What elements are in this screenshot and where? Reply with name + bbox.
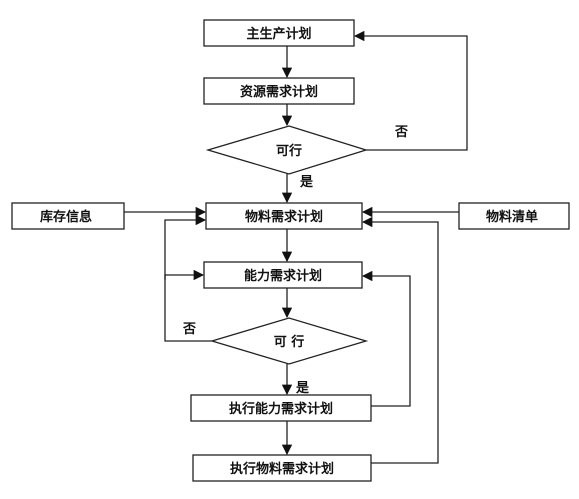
arrow-exec-material-to-material xyxy=(361,216,439,464)
material-plan-node: 物料需求计划 xyxy=(205,202,363,230)
resource-plan-node: 资源需求计划 xyxy=(203,77,355,105)
exec-material-label: 执行物料需求计划 xyxy=(230,461,334,477)
branch-no-1: 否 xyxy=(394,125,408,140)
branch-no-2: 否 xyxy=(182,322,196,337)
capacity-plan-node: 能力需求计划 xyxy=(203,261,363,289)
bom-label: 物料清单 xyxy=(486,209,538,225)
exec-material-node: 执行物料需求计划 xyxy=(192,454,372,482)
master-schedule-node: 主生产计划 xyxy=(203,19,355,47)
exec-capacity-label: 执行能力需求计划 xyxy=(229,401,333,417)
branch-yes-2: 是 xyxy=(295,381,310,396)
resource-plan-label: 资源需求计划 xyxy=(240,84,318,100)
capacity-plan-label: 能力需求计划 xyxy=(244,268,322,284)
inventory-label: 库存信息 xyxy=(40,209,92,225)
feasible-1-label: 可行 xyxy=(276,143,302,159)
arrow-feasible-2-no-loop xyxy=(164,269,212,342)
inventory-node: 库存信息 xyxy=(11,202,125,230)
bom-node: 物料清单 xyxy=(458,202,570,230)
arrow-feasible-1-no-loop xyxy=(353,30,468,151)
branch-yes-1: 是 xyxy=(299,175,314,190)
feasible-decision-2: 可 行 xyxy=(209,317,369,365)
material-plan-label: 物料需求计划 xyxy=(245,209,323,225)
arrow-exec-capacity-to-capacity xyxy=(361,270,411,407)
arrow-left-rail-to-material xyxy=(164,214,207,280)
master-schedule-label: 主生产计划 xyxy=(246,26,311,42)
feasible-2-label: 可 行 xyxy=(274,334,305,350)
exec-capacity-node: 执行能力需求计划 xyxy=(190,394,372,422)
feasible-decision-1: 可行 xyxy=(205,125,369,175)
